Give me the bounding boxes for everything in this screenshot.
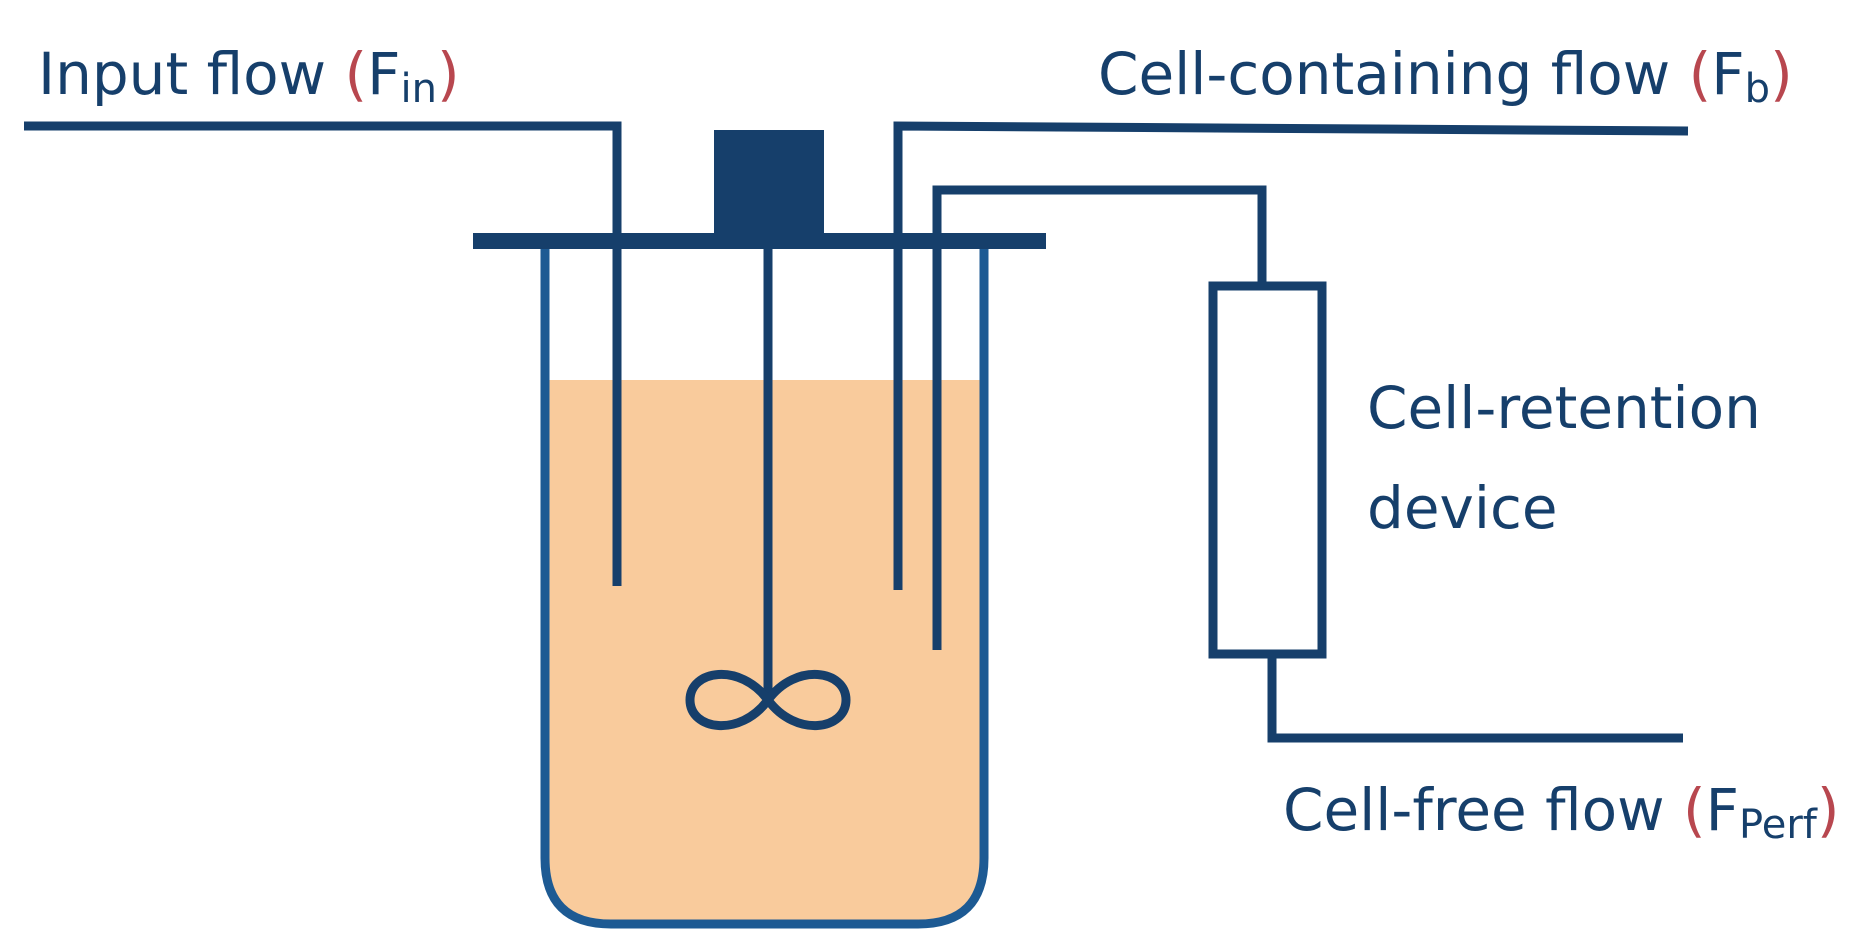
cell-retention-device-label-line1: Cell-retention [1367, 374, 1761, 442]
input-flow-pipe [24, 121, 622, 586]
input-flow-label: Input flow (Fin) [38, 40, 460, 112]
cell-containing-flow-pipe [893, 121, 1689, 590]
cell-retention-device-label-line2: device [1367, 474, 1558, 542]
cell-free-flow-label: Cell-free flow (FPerf) [1283, 776, 1840, 848]
cell-retention-device [1208, 281, 1327, 659]
motor-block-icon [714, 130, 824, 233]
cell-free-flow-pipe [1267, 654, 1683, 743]
bioreactor-vessel [540, 244, 989, 929]
impeller-infinity-icon [685, 670, 851, 730]
cell-containing-flow-label: Cell-containing flow (Fb) [1098, 40, 1793, 112]
vessel-lid [473, 233, 1046, 249]
retention-loop-pipe [932, 185, 1267, 650]
